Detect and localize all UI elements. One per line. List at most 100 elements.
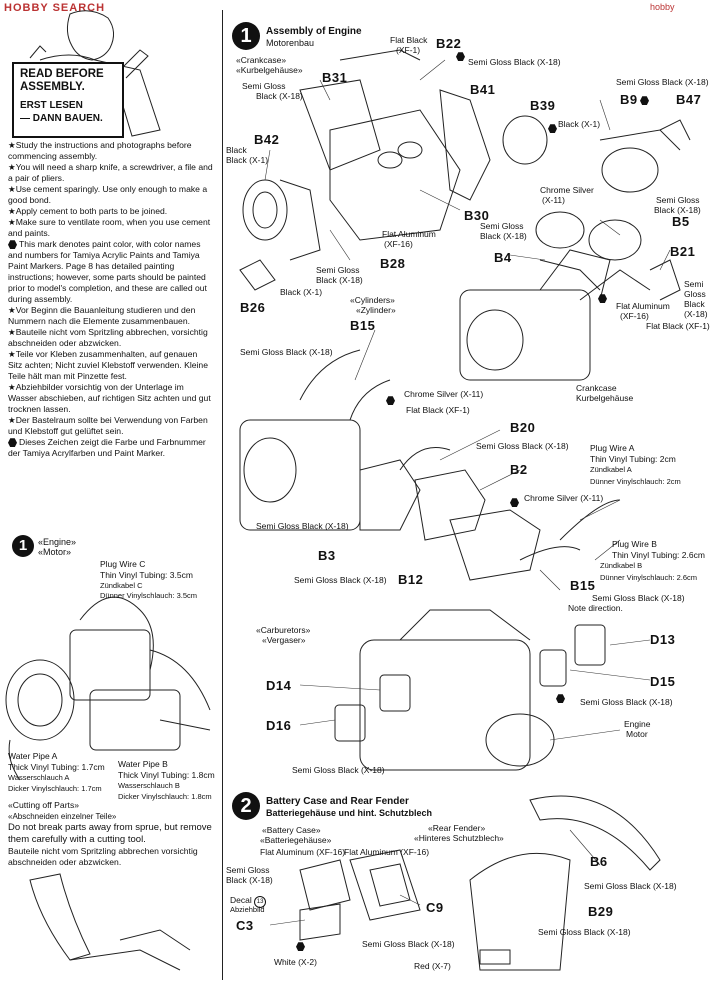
plug-wire-c-tubing: Thin Vinyl Tubing: 3.5cm [100, 570, 193, 580]
paint-semigloss-b21-4: (X-18) [684, 309, 708, 319]
cutting-off-parts: «Cutting off Parts» «Abschneiden einzeln… [8, 800, 213, 868]
cylinder-drawing [414, 469, 486, 541]
water-pipe-b-de-tubing: Dicker Vinylschlauch: 1.8cm [118, 792, 212, 801]
paint-semigloss-battery: Semi Gloss [226, 865, 270, 875]
plug-wire-a-label: Plug Wire A [590, 443, 635, 453]
instr-de-0: ★Vor Beginn die Bauanleitung studieren u… [8, 305, 196, 326]
part-b47: B47 [676, 92, 702, 107]
paint-semigloss-b31: Semi Gloss [242, 81, 286, 91]
part-b26: B26 [240, 300, 266, 315]
paint-flat-al-battery: Flat Aluminum (XF-16) [260, 847, 346, 857]
paint-flat-black-b20: Flat Black (XF-1) [406, 405, 470, 415]
paint-semigloss-b28: Semi Gloss [316, 265, 360, 275]
paint-semigloss-b5-code: Black (X-18) [654, 205, 701, 215]
plug-wire-c-de: Zündkabel C [100, 581, 143, 590]
plug-wire-a-de-tubing: Dünner Vinylschlauch: 2cm [590, 477, 681, 486]
paint-semigloss-b28-code: Black (X-18) [316, 275, 363, 285]
paint-semigloss-b30-code: Black (X-18) [480, 231, 527, 241]
part-b6: B6 [590, 854, 608, 869]
paint-semigloss-b31-code: Black (X-18) [256, 91, 303, 101]
step1-number: 1 [232, 22, 260, 50]
part-d16: D16 [266, 718, 292, 733]
paint-semigloss-d15: Semi Gloss Black (X-18) [580, 697, 673, 707]
general-instructions: ★Study the instructions and photographs … [8, 140, 213, 459]
step1-sub: Motorenbau [266, 38, 315, 48]
plug-wire-a-de: Zündkabel A [590, 465, 632, 474]
rear-fender-heading-de: «Hinteres Schutzblech» [414, 833, 504, 843]
left-engine-crankcase-drawing [5, 659, 75, 741]
water-pipe-b-de: Wasserschlauch B [118, 781, 180, 790]
sign-line2: ASSEMBLY. [20, 80, 85, 93]
cutting-en: Do not break parts away from sprue, but … [8, 822, 212, 845]
water-pipe-b-tubing: Thick Vinyl Tubing: 1.8cm [118, 770, 215, 780]
plug-wire-b-label: Plug Wire B [612, 539, 657, 549]
paint-flat-al-b21: Flat Aluminum [616, 301, 670, 311]
part-c9: C9 [426, 900, 444, 915]
plug-wire-a-tubing: Thin Vinyl Tubing: 2cm [590, 454, 676, 464]
paint-hex-icon [548, 120, 559, 138]
part-b42: B42 [254, 132, 280, 147]
step2-title: Battery Case and Rear Fender [266, 796, 409, 807]
battery-case-heading-de: «Batteriegehäuse» [260, 835, 332, 845]
part-b41: B41 [470, 82, 496, 97]
carburetor-d13-drawing [574, 624, 606, 666]
part-d13: D13 [650, 632, 676, 647]
part-b29: B29 [588, 904, 614, 919]
paint-chrome-b15: Chrome Silver (X-11) [404, 389, 484, 399]
paint-hex-icon [556, 690, 567, 708]
cutting-de: Bauteile nicht vom Spritzling abbrechen … [8, 846, 198, 867]
note-direction: Note direction. [568, 603, 623, 613]
paint-semigloss-b21-2: Gloss [684, 289, 706, 299]
part-b12: B12 [398, 572, 424, 587]
paint-hex-icon [456, 48, 467, 66]
instr-en-0: ★Study the instructions and photographs … [8, 140, 192, 161]
paint-hex-icon [640, 92, 651, 110]
carburetor-d14-drawing [379, 674, 411, 712]
paint-semigloss-d16: Semi Gloss Black (X-18) [292, 765, 385, 775]
paint-flat-al-b28-code: (XF-16) [384, 239, 413, 249]
paint-semigloss-c9: Semi Gloss Black (X-18) [362, 939, 455, 949]
decal-number-icon: 13 [254, 896, 267, 908]
paint-semigloss-b12: Semi Gloss Black (X-18) [294, 575, 387, 585]
cutting-sub: «Abschneiden einzelner Teile» [8, 812, 117, 821]
assembled-engine-drawing [459, 289, 591, 381]
paint-black-b42: Black [226, 145, 247, 155]
step2-sub: Batteriegehäuse und hint. Schutzblech [266, 808, 433, 818]
paint-white-c3: White (X-2) [274, 957, 317, 967]
part-b30: B30 [464, 208, 490, 223]
carburetors-heading: «Carburetors» [256, 625, 311, 635]
paint-chrome-b5: Chrome Silver [540, 185, 594, 195]
water-pipe-a-tubing: Thick Vinyl Tubing: 1.7cm [8, 762, 105, 772]
paint-semigloss-battery-code: Black (X-18) [226, 875, 273, 885]
cutter-drawing [29, 873, 91, 961]
crankcase-label: Crankcase [576, 383, 617, 393]
paint-flat-al-battery-2: Flat Aluminum (XF-16) [344, 847, 430, 857]
part-b15-top: B15 [350, 318, 376, 333]
cylinders-engine-drawing [239, 419, 361, 531]
paint-chrome-b5-code: (X-11) [542, 195, 565, 205]
plug-wire-c-de-tubing: Dünner Vinylschlauch: 3.5cm [100, 591, 197, 600]
part-b2: B2 [510, 462, 528, 477]
water-pipe-a-label: Water Pipe A [8, 751, 58, 761]
plug-wire-b-de-tubing: Dünner Vinylschlauch: 2.6cm [600, 573, 697, 582]
paint-flat-al-b21-code: (XF-16) [620, 311, 649, 321]
paint-hex-icon [598, 290, 609, 308]
fender-inner-drawing [469, 852, 571, 971]
sign-line4: — DANN BAUEN. [20, 112, 103, 124]
paint-semigloss-b20: Semi Gloss Black (X-18) [476, 441, 569, 451]
water-pipe-b-label: Water Pipe B [118, 759, 168, 769]
part-b28: B28 [380, 256, 406, 271]
part-d15: D15 [650, 674, 676, 689]
paint-semigloss-b15: Semi Gloss Black (X-18) [240, 347, 333, 357]
instr-en-5: This mark denotes paint color, with colo… [8, 239, 207, 304]
paint-flat-al-b28: Flat Aluminum [382, 229, 436, 239]
cylinders-heading-de: «Zylinder» [356, 305, 396, 315]
instr-de-2: ★Teile vor Kleben zusammenhalten, auf ge… [8, 349, 208, 381]
left-step-number: 1 [12, 535, 34, 557]
part-b15-bottom: B15 [570, 578, 596, 593]
carburetors-heading-de: «Vergaser» [262, 635, 306, 645]
cylinders-heading: «Cylinders» [350, 295, 395, 305]
sign-line1: READ BEFORE [20, 68, 104, 80]
